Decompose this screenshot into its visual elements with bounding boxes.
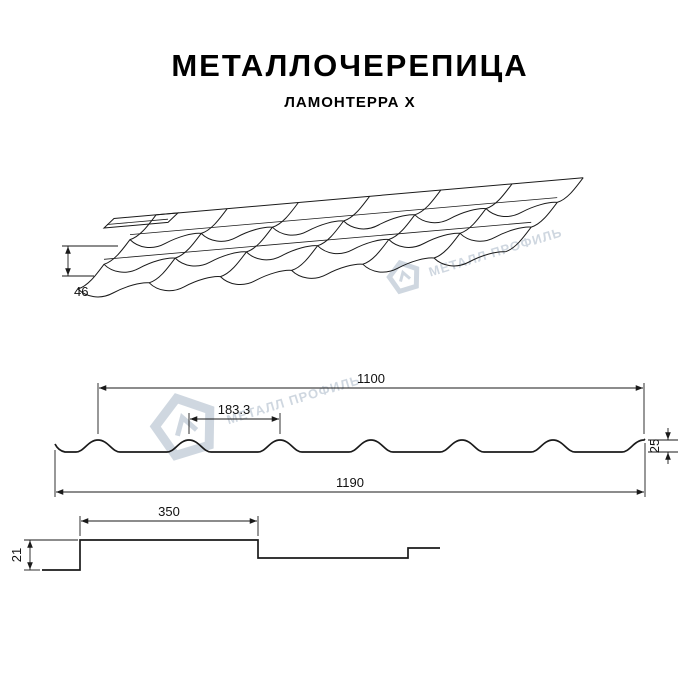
dimension-1190: 1190 [54,443,646,497]
dim-25-label: 25 [647,439,662,453]
dimension-350: 350 [79,504,259,536]
dim-1100-label: 1100 [357,371,385,386]
step-profile-outline [42,539,440,571]
wave-crest-line [362,189,442,265]
dimension-1100: 1100 [97,371,645,434]
perspective-view: 46 [62,177,584,299]
metall-profil-logo-icon [149,393,215,461]
sheet-top-edge [155,177,584,216]
dimension-46: 46 [62,245,118,299]
dim-350-label: 350 [158,504,180,519]
dim-1190-label: 1190 [336,475,364,490]
dim-21-label: 21 [9,548,24,562]
wave-crest-line [220,202,299,278]
wave-crest-line [505,177,584,253]
profile-outline [54,438,646,453]
watermark-small: МЕТАЛЛ ПРОФИЛЬ [386,225,564,295]
dim-183-label: 183.3 [218,402,251,417]
dimension-183: 183.3 [188,402,281,434]
wave-crest-line [433,183,513,259]
wave-crest-line [149,208,228,284]
edge-flange-strip [102,212,180,229]
wave-crest-line [291,196,371,271]
dimension-25: 25 [647,428,678,464]
edge-flange-inner-line [106,218,169,225]
tile-row-step-line [103,221,532,260]
drawing-header: МЕТАЛЛОЧЕРЕПИЦА ЛАМОНТЕРРА X [0,48,700,111]
longitudinal-section: 350 21 [9,504,440,571]
dimension-21: 21 [9,539,78,571]
page-title: МЕТАЛЛОЧЕРЕПИЦА [171,48,529,83]
dim-46-label: 46 [74,284,88,299]
cross-section: 1100 183.3 25 1190 [54,371,678,497]
tile-row-step-line [129,197,558,235]
tile-row-edge [129,201,558,249]
metall-profil-logo-icon [386,259,420,295]
page-subtitle: ЛАМОНТЕРРА X [284,94,416,111]
wave-crest-line [77,214,157,290]
